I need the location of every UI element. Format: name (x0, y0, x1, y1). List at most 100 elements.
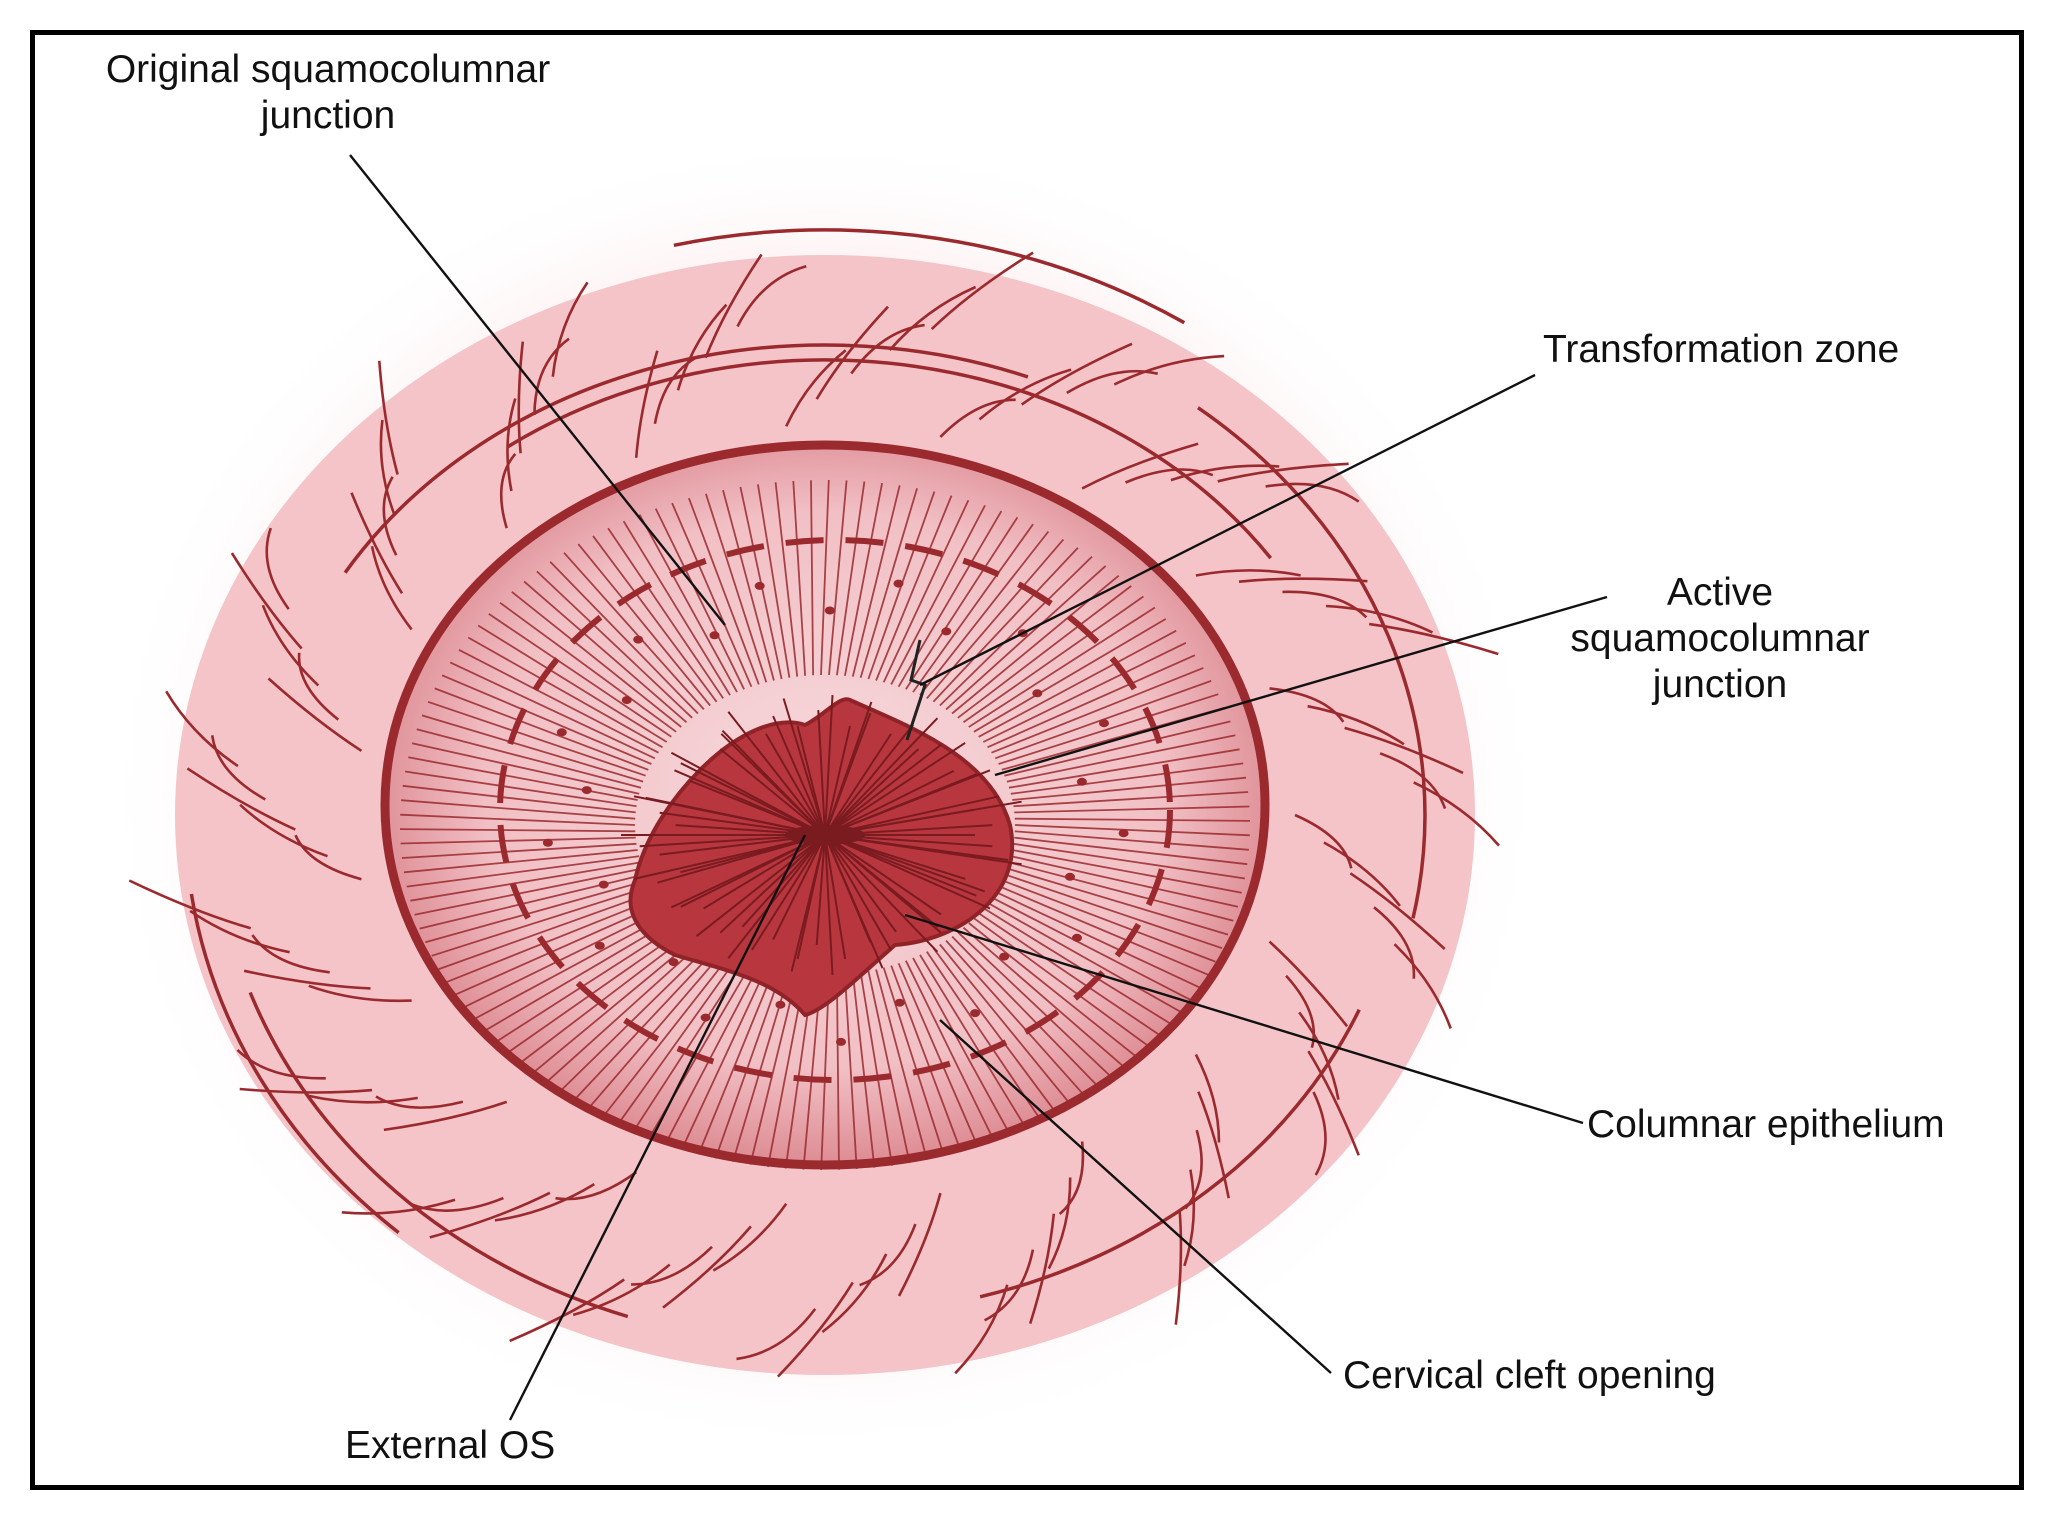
striation-line (978, 912, 1162, 1037)
outer-striation (506, 398, 517, 492)
outer-striation (1238, 577, 1368, 583)
os-ray (824, 695, 834, 836)
striation-line (1014, 824, 1250, 837)
outer-striation (1197, 1091, 1230, 1199)
striation-line (463, 907, 668, 1009)
striation-line (406, 855, 640, 888)
outer-striation (897, 1192, 942, 1297)
os-ray (824, 834, 872, 943)
outer-striation (308, 984, 412, 1003)
os-ray (824, 834, 834, 975)
outer-striation (533, 337, 570, 416)
striation-line (402, 784, 636, 814)
os-ray (824, 742, 966, 836)
label-original-scj: Original squamocolumnar junction (43, 47, 613, 139)
striation-line (749, 973, 799, 1165)
outer-striation (1124, 468, 1214, 484)
cleft-dot (1065, 872, 1075, 881)
outer-striation (297, 652, 340, 721)
os-ray (772, 834, 826, 941)
os-ray (633, 795, 826, 836)
os-ray (670, 751, 826, 836)
active-scj-border (628, 697, 1014, 1018)
outer-striation (499, 453, 517, 529)
outer-striation (555, 1171, 637, 1201)
os-ray (824, 834, 942, 934)
striation-line (401, 842, 637, 859)
outer-striation (736, 264, 807, 328)
outer-striation (410, 1196, 504, 1212)
striation-line (592, 535, 718, 703)
outer-striation (239, 803, 328, 858)
striation-line (991, 667, 1204, 754)
outer-striation (850, 323, 925, 375)
outer-striations (128, 228, 1500, 1378)
striation-line (982, 641, 1187, 743)
cleft-dot (556, 728, 567, 737)
outer-striation (776, 1281, 854, 1378)
striation-line (774, 482, 799, 677)
outer-striation (378, 360, 399, 475)
striation-line (968, 922, 1139, 1059)
outer-striation (239, 1087, 373, 1094)
leader-active-scj (994, 595, 1608, 777)
striation-line (867, 970, 911, 1164)
striation-line (549, 561, 699, 715)
striation-line (722, 489, 775, 681)
os-ray (824, 834, 847, 960)
outer-striation (189, 909, 290, 954)
label-columnar-epithelium: Columnar epithelium (1587, 1102, 1945, 1148)
striation-line (973, 618, 1167, 733)
outer-striation (294, 834, 362, 881)
cleft-dot (581, 786, 592, 795)
striation-line (400, 836, 636, 845)
cleft-dot (621, 696, 632, 705)
striation-line (882, 967, 945, 1157)
outer-striation (572, 1263, 671, 1317)
os-ray (824, 733, 892, 836)
outer-striation (939, 398, 1016, 438)
striation-line (434, 687, 649, 771)
striation-line (932, 547, 1079, 703)
outer-striation (341, 1198, 456, 1215)
striation-line (473, 912, 672, 1021)
os-ray (824, 773, 977, 836)
striation-line (1008, 861, 1234, 922)
outer-striation (736, 1308, 817, 1361)
striation-line (897, 962, 979, 1148)
striation-line (978, 629, 1177, 738)
striation-line (714, 970, 783, 1159)
outer-striation (1028, 1213, 1056, 1324)
outer-striation (704, 253, 763, 359)
cleft-dot (836, 1037, 846, 1046)
diagram-frame: Original squamocolumnar junction Transfo… (30, 30, 2024, 1490)
os-ray (765, 733, 826, 836)
outer-striation (236, 1048, 326, 1080)
striation-line (1001, 879, 1216, 963)
cleft-dot (1032, 689, 1043, 698)
striation-line (991, 896, 1192, 1001)
outer-striation (383, 1100, 508, 1132)
striation-line (962, 927, 1127, 1070)
striation-line (973, 917, 1151, 1049)
striation-line (939, 943, 1073, 1107)
label-external-os: External OS (345, 1423, 555, 1469)
outer-striation (1020, 342, 1133, 406)
striation-line (664, 965, 760, 1146)
outer-striation (1047, 1177, 1072, 1270)
striation-line (945, 940, 1087, 1098)
outer-striation (370, 546, 413, 631)
label-cervical-cleft-text: Cervical cleft opening (1343, 1354, 1716, 1397)
label-transformation-zone-text: Transformation zone (1543, 328, 1900, 371)
outer-striation (517, 341, 525, 454)
outer-striation (1323, 841, 1401, 907)
striation-line (467, 636, 663, 749)
outer-striation (1195, 569, 1301, 577)
cleft-dot (542, 838, 553, 847)
striation-line (680, 967, 768, 1151)
outer-striation (379, 419, 396, 516)
os-ray (680, 834, 826, 908)
os-ray (824, 743, 942, 836)
cleft-dot (1118, 829, 1129, 838)
cleft-dot (893, 579, 904, 588)
